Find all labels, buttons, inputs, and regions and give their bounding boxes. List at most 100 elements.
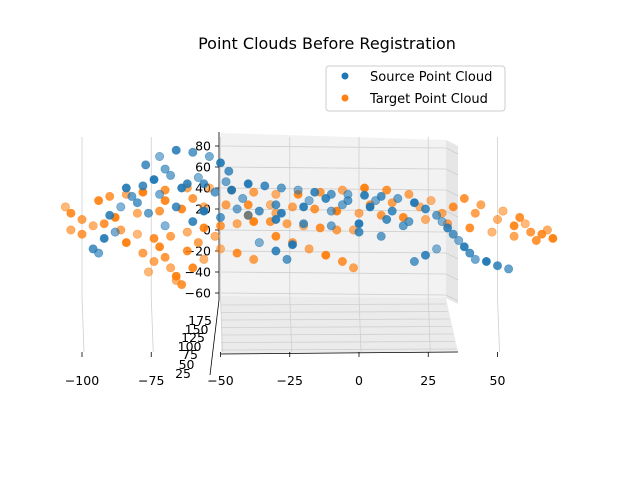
source-point-4 [216,158,226,168]
z-tick-label-5: −20 [185,244,211,259]
source-point-67 [365,202,375,212]
target-point-20 [426,196,436,206]
target-point-71 [182,246,192,256]
source-point-85 [254,206,264,216]
grid-floor-y-1 [220,311,448,313]
grid-floor-y-6 [220,348,457,351]
target-point-2 [77,215,87,225]
grid-side-z-1 [445,168,459,176]
source-point-72 [210,187,220,197]
target-point-95 [188,194,198,204]
grid-side-z-2 [445,189,459,197]
x-tick-label-2: −50 [207,373,233,388]
source-point-28 [420,204,430,214]
target-point-61 [315,223,325,233]
target-point-82 [249,254,259,264]
source-point-78 [354,227,364,237]
floor-pane [221,296,458,354]
y-tick-label-5: 150 [185,322,209,337]
target-point-33 [420,215,430,225]
legend-label-target: Target Point Cloud [369,92,488,107]
target-point-36 [354,208,364,218]
grid-floor-x-5 [427,296,431,353]
source-point-73 [238,194,248,204]
source-point-84 [276,208,286,218]
source-point-80 [304,196,314,206]
grid-z-5 [220,250,447,254]
target-point-24 [509,221,519,231]
legend: Source Point Cloud Target Point Cloud [325,65,506,112]
grid-floor-x-0 [81,296,85,353]
source-point-6 [160,164,170,174]
source-point-81 [321,194,331,204]
target-point-27 [548,233,558,243]
source-point-12 [132,198,142,208]
source-point-46 [232,204,242,214]
source-point-8 [138,181,148,191]
source-point-77 [227,185,237,195]
target-point-54 [199,223,209,233]
source-point-38 [492,261,502,271]
source-point-16 [221,177,231,187]
source-point-10 [116,202,126,212]
target-point-19 [404,189,414,199]
source-point-2 [188,147,198,157]
source-point-3 [204,152,214,162]
source-point-24 [359,190,369,200]
x-tick-label-6: 50 [490,373,506,388]
target-point-25 [526,227,536,237]
x-tick-label-4: 0 [355,373,363,388]
target-point-90 [498,206,508,216]
target-points [60,183,558,290]
target-point-31 [465,223,475,233]
source-points [88,145,514,274]
source-point-76 [166,170,176,180]
grid-floor-y-2 [220,318,450,321]
source-point-37 [481,256,491,266]
source-point-42 [409,256,419,266]
source-point-13 [155,189,165,199]
source-point-34 [459,242,469,252]
target-point-102 [138,248,148,258]
source-point-51 [188,217,198,227]
source-point-82 [343,196,353,206]
target-point-72 [193,238,203,248]
source-point-33 [454,236,464,246]
target-point-85 [77,229,87,239]
target-point-79 [348,263,358,273]
target-point-21 [448,202,458,212]
legend-marker-source [341,72,349,80]
source-point-47 [199,206,209,216]
source-point-0 [155,152,165,162]
grid-z-0 [220,145,447,149]
y-tick-label-0: 25 [175,366,191,381]
source-point-64 [99,233,109,243]
x-tick-label-1: −75 [138,373,164,388]
source-point-49 [144,208,154,218]
target-point-70 [144,267,154,277]
grid-side-z-3 [445,210,459,218]
source-point-83 [371,196,381,206]
source-point-41 [420,250,430,260]
target-point-29 [509,231,519,241]
source-point-1 [171,145,181,155]
target-point-89 [476,200,486,210]
source-point-69 [398,221,408,231]
x-tick-label-3: −25 [277,373,303,388]
target-point-46 [132,208,142,218]
target-point-51 [149,233,159,243]
x-axis-line [220,351,459,355]
target-point-3 [88,221,98,231]
target-point-84 [188,263,198,273]
target-point-83 [199,254,209,264]
source-point-19 [276,183,286,193]
source-point-74 [121,183,131,193]
target-point-5 [105,191,115,201]
source-point-32 [448,229,458,239]
source-point-52 [216,212,226,222]
target-point-48 [99,219,109,229]
grid-floor-y-5 [220,341,456,343]
side-pane [446,140,458,304]
